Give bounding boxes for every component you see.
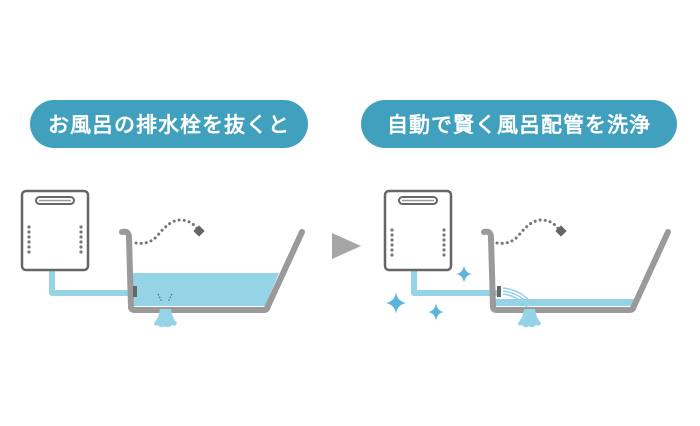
right-scene <box>383 189 671 328</box>
sparkle-icon <box>428 303 444 321</box>
drain-chain-icon <box>134 218 200 245</box>
arrow-right-icon <box>332 233 361 259</box>
sparkle-icons <box>386 265 472 321</box>
bath-water-residual <box>494 299 634 306</box>
draining-water-icon <box>518 309 541 328</box>
circulation-adapter-icon <box>133 286 137 297</box>
pipe-icon <box>49 270 133 296</box>
drain-indicator <box>157 293 173 303</box>
drain-chain-icon <box>495 218 561 245</box>
bathtub-icon <box>119 228 305 313</box>
cleaning-flow-icon <box>502 287 534 308</box>
left-scene <box>20 189 305 328</box>
sparkle-icon <box>456 265 472 283</box>
water-heater-icon <box>20 189 90 272</box>
pipe-icon <box>411 270 497 296</box>
water-heater-icon <box>383 189 453 272</box>
sparkle-icon <box>386 292 406 314</box>
step-1-label: お風呂の排水栓を抜くと <box>30 100 308 148</box>
draining-water-icon <box>154 309 177 328</box>
drain-plug-icon <box>555 225 567 237</box>
drain-plug-icon <box>193 225 205 237</box>
circulation-adapter-icon <box>497 286 501 297</box>
bathtub-icon <box>481 228 671 313</box>
step-2-label: 自動で賢く風呂配管を洗浄 <box>361 100 677 148</box>
bath-water <box>132 273 279 306</box>
